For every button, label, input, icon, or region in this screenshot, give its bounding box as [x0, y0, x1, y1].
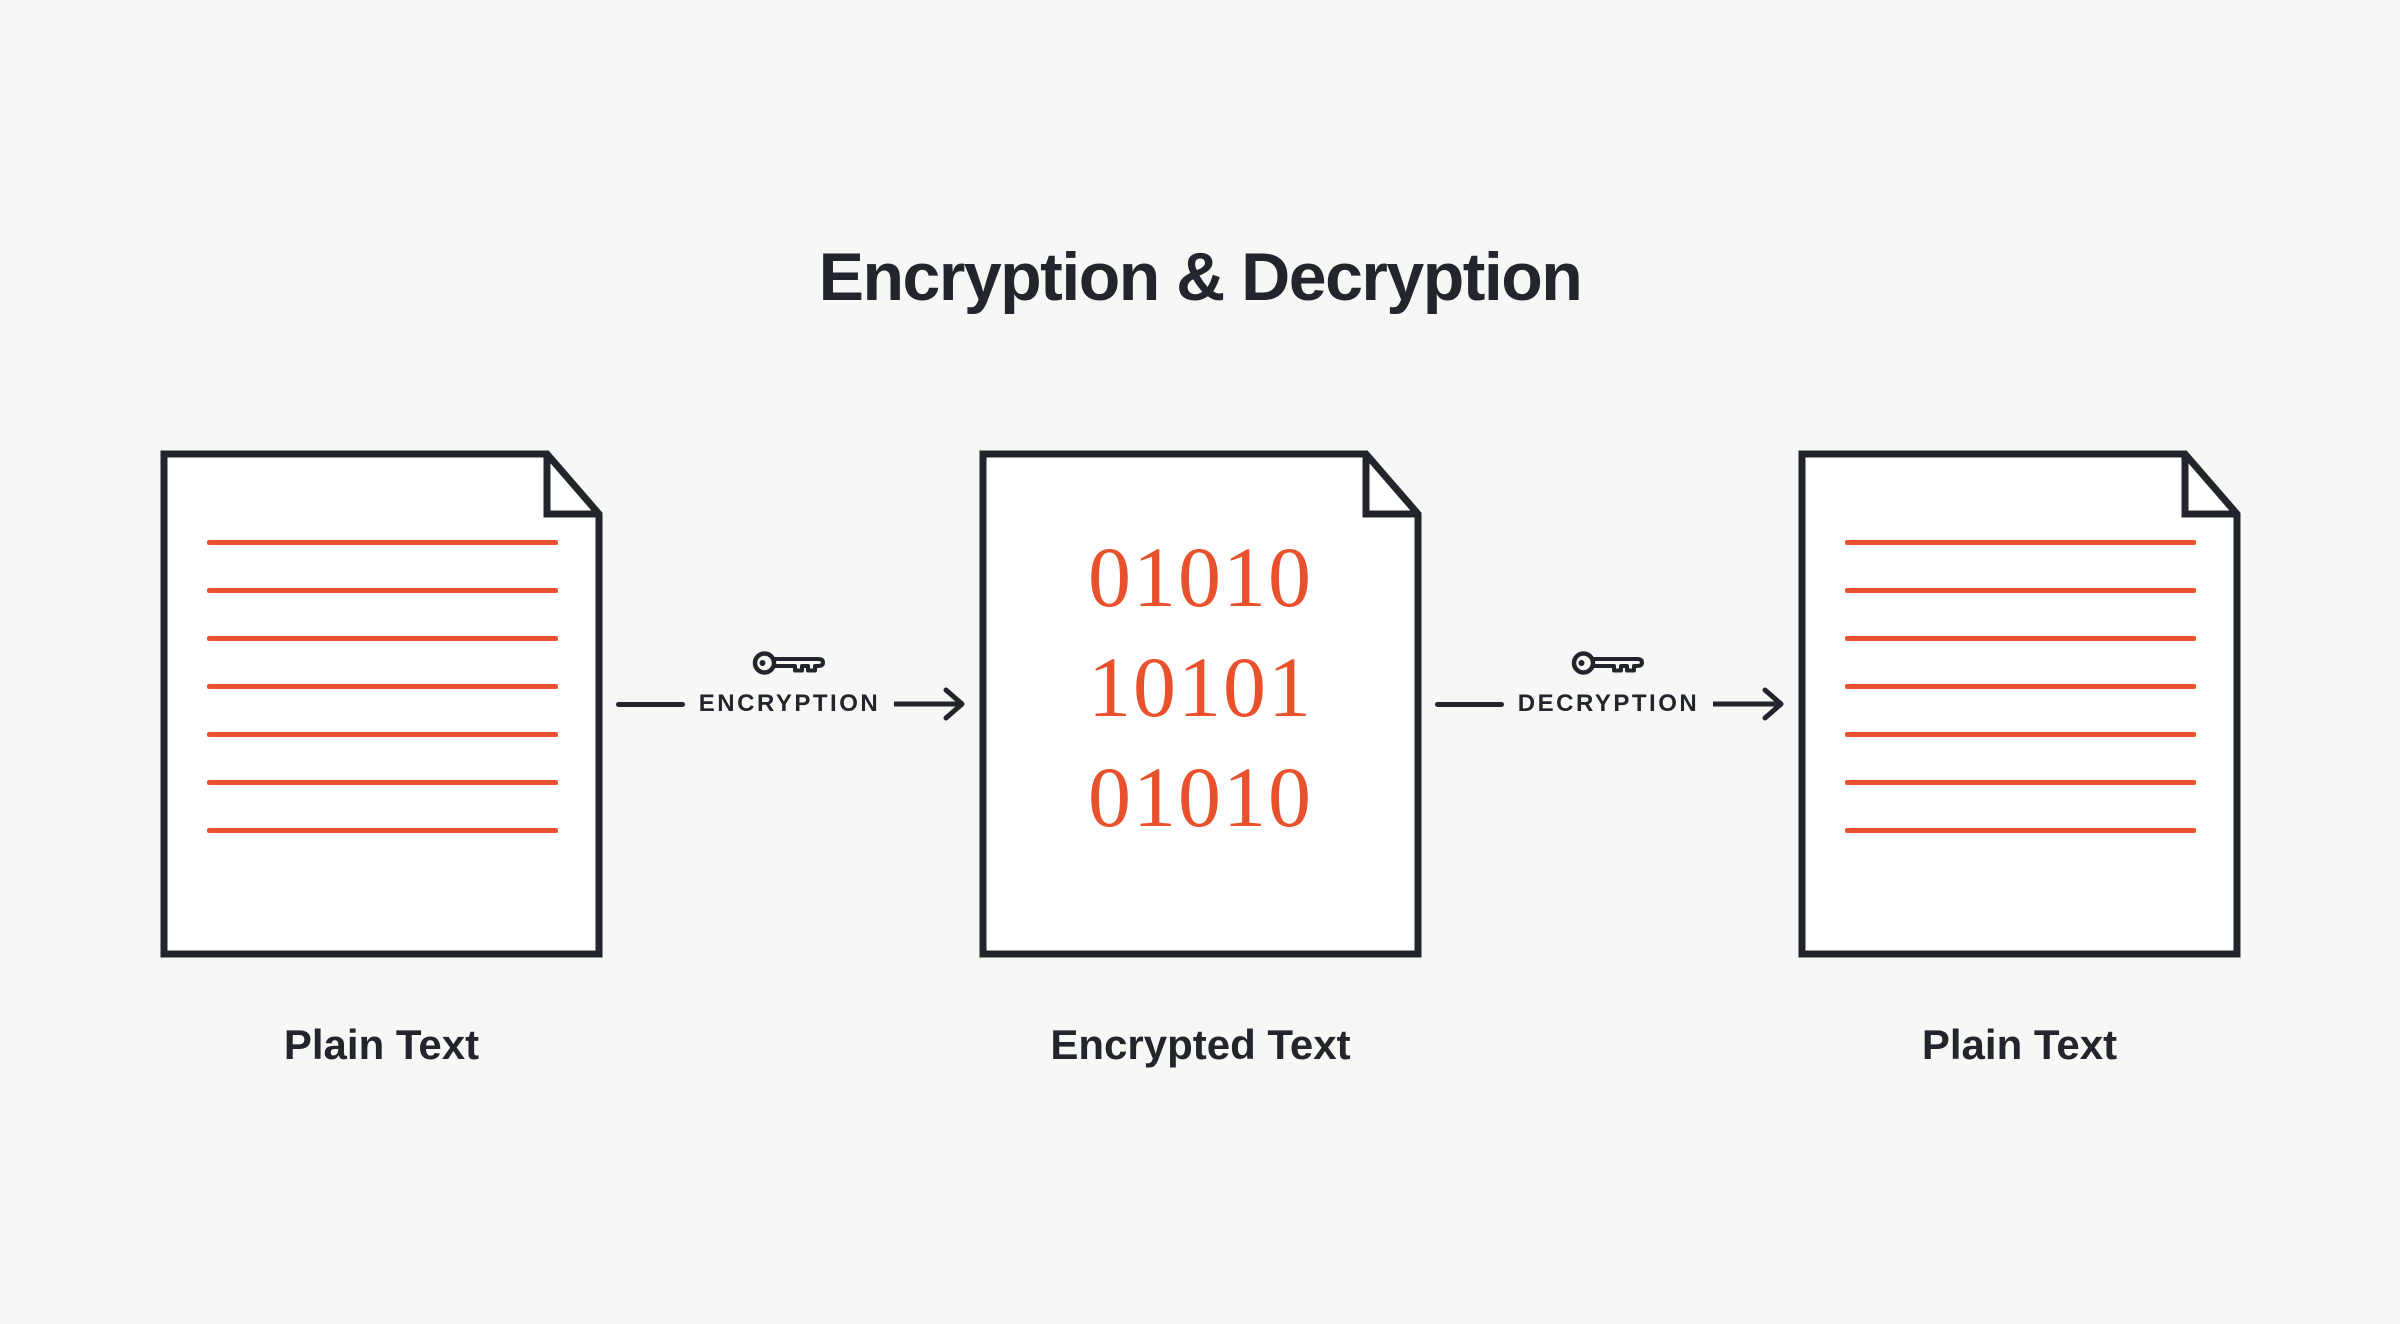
connector-dash-line: [1434, 701, 1504, 707]
document-page-icon: [979, 450, 1422, 958]
plain-text-document-source: Plain Text: [160, 450, 603, 1068]
binary-line: 01010: [1088, 749, 1313, 845]
encryption-connector: ENCRYPTION: [603, 450, 979, 958]
text-line-rule: [1845, 588, 2196, 593]
decryption-label: DECRYPTION: [1517, 690, 1700, 717]
arrow-right-icon: [894, 687, 965, 721]
plain-text-document-result: Plain Text: [1798, 450, 2241, 1068]
text-line-rule: [207, 588, 558, 593]
decryption-label-group: DECRYPTION: [1517, 651, 1700, 718]
binary-line: 10101: [1088, 639, 1313, 735]
text-line-rule: [207, 732, 558, 737]
document-text-lines: [1845, 540, 2196, 833]
text-line-rule: [207, 684, 558, 689]
text-line-rule: [207, 540, 558, 545]
diagram-title: Encryption & Decryption: [818, 239, 1583, 315]
document-caption: Plain Text: [283, 1021, 480, 1068]
key-icon: [752, 651, 825, 675]
document-caption: Plain Text: [1921, 1021, 2118, 1068]
binary-text-block: 01010 10101 01010: [979, 522, 1422, 852]
encryption-label-group: ENCRYPTION: [698, 651, 881, 718]
text-line-rule: [1845, 636, 2196, 641]
key-icon: [1571, 651, 1644, 675]
text-line-rule: [207, 828, 558, 833]
text-line-rule: [207, 780, 558, 785]
decryption-connector: DECRYPTION: [1422, 450, 1798, 958]
document-text-lines: [207, 540, 558, 833]
document-caption: Encrypted Text: [1050, 1021, 1351, 1068]
encrypted-text-document: 01010 10101 01010 Encrypted Text: [979, 450, 1422, 1068]
text-line-rule: [1845, 828, 2196, 833]
text-line-rule: [1845, 732, 2196, 737]
connector-dash-line: [615, 701, 685, 707]
text-line-rule: [1845, 684, 2196, 689]
encryption-label: ENCRYPTION: [698, 690, 881, 717]
text-line-rule: [1845, 540, 2196, 545]
text-line-rule: [207, 636, 558, 641]
binary-line: 01010: [1088, 529, 1313, 625]
arrow-right-icon: [1713, 687, 1784, 721]
text-line-rule: [1845, 780, 2196, 785]
